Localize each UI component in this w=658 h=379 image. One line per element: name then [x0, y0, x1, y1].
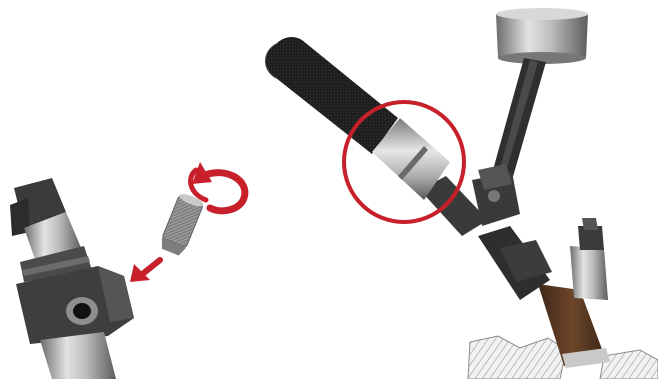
left-injector-assembly [10, 178, 134, 379]
tool-top-knob [496, 14, 588, 58]
right-tool-assembly [266, 8, 658, 379]
insert-arrow-icon [130, 260, 160, 282]
target-injector-top [570, 246, 608, 300]
threaded-adapter [158, 192, 205, 257]
injector-lower-shaft [40, 332, 116, 379]
grip-handle [266, 37, 399, 154]
cylinder-head-section [468, 336, 566, 379]
